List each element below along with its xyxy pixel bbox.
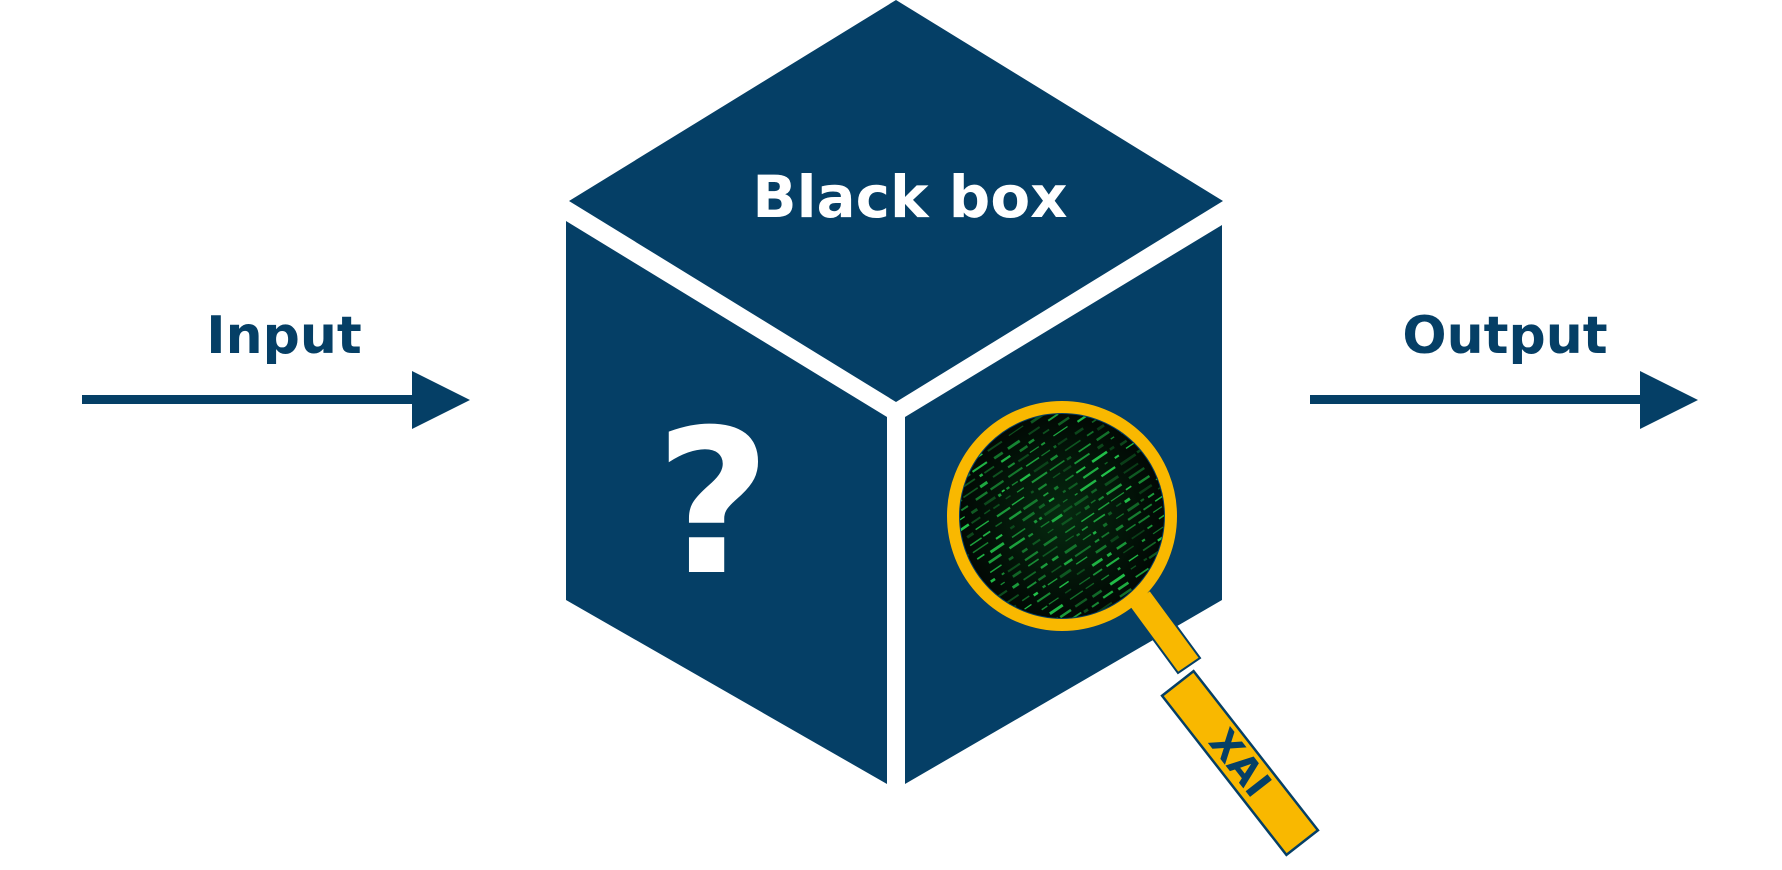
magnifier-handle: XAI — [1160, 669, 1320, 857]
cube-top-face — [569, 0, 1223, 402]
black-box-label: Black box — [752, 163, 1067, 231]
question-mark-icon: ? — [655, 387, 771, 620]
input-arrow — [82, 371, 470, 429]
output-arrow — [1310, 371, 1698, 429]
input-label: Input — [206, 306, 361, 366]
cube-left-face — [566, 221, 887, 784]
output-label: Output — [1402, 306, 1607, 366]
magnifier-rim — [947, 401, 1177, 631]
